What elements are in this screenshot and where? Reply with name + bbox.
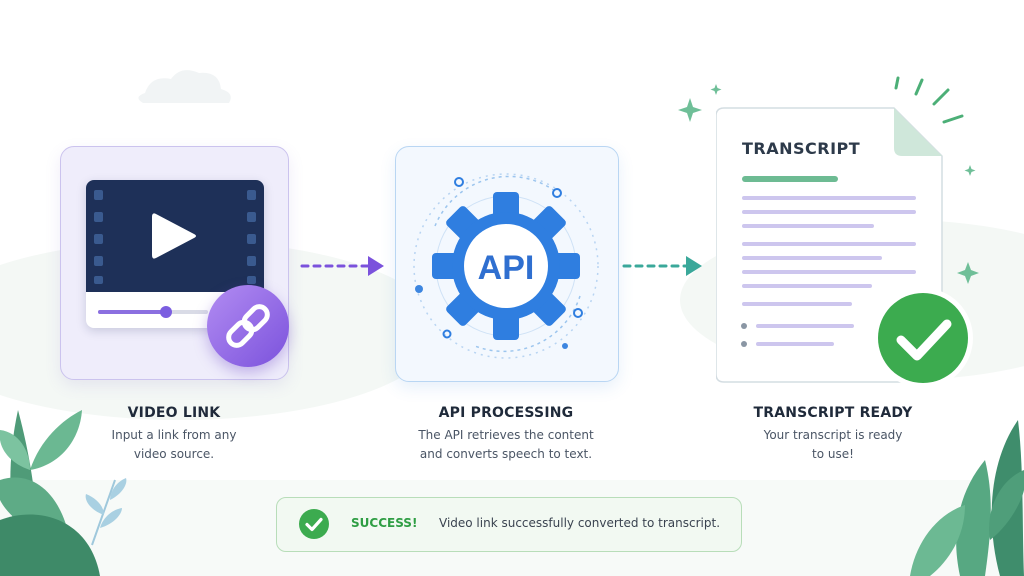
check-icon [896,319,952,361]
api-gear-graphic: API [413,173,599,359]
link-badge [207,285,289,367]
success-label: SUCCESS! [351,516,418,530]
video-progress-fill [98,310,167,314]
step-desc-transcript-ready: Your transcript is ready to use! [720,426,946,464]
film-perforation [247,256,256,266]
video-progress-knob[interactable] [160,306,173,318]
burst-lines-icon [894,76,964,124]
film-perforation [247,234,256,244]
link-chain-icon [226,304,270,348]
desc-line: The API retrieves the content [418,428,594,442]
success-message: Video link successfully converted to tra… [439,516,721,530]
film-perforation [247,190,256,200]
step-desc-api-processing: The API retrieves the content and conver… [386,426,626,464]
document-heading: TRANSCRIPT [742,139,861,158]
film-perforation [247,276,256,284]
success-check-badge [299,509,329,539]
film-perforation [94,256,103,266]
step-title-video-link: VIDEO LINK [127,405,221,421]
step-title-transcript-ready: TRANSCRIPT READY [753,405,913,421]
step-desc-video-link: Input a link from any video source. [74,426,274,464]
plant-left-small-icon [85,478,127,546]
video-screen [86,180,264,292]
film-perforation [247,212,256,222]
film-perforation [94,212,103,222]
desc-line: Input a link from any [111,428,237,442]
arrow-api-to-transcript [622,256,702,276]
desc-line: to use! [812,447,854,461]
desc-line: video source. [133,447,215,461]
sparkle-icon [678,84,979,284]
check-icon [305,517,323,532]
plant-right-icon [910,420,1024,576]
arrow-video-to-api [300,256,384,276]
step-title-api-processing: API PROCESSING [438,405,574,421]
play-icon [152,213,196,259]
film-perforation [94,276,103,284]
film-perforation [94,234,103,244]
gear-api-text: API [478,249,535,287]
desc-line: and converts speech to text. [419,447,593,461]
success-banner: SUCCESS! Video link successfully convert… [276,497,742,552]
film-perforation [94,190,103,200]
desc-line: Your transcript is ready [763,428,903,442]
check-badge [873,288,973,388]
gear-icon [432,192,580,340]
plant-left-icon [0,410,100,576]
video-progress-bar[interactable] [98,306,208,318]
